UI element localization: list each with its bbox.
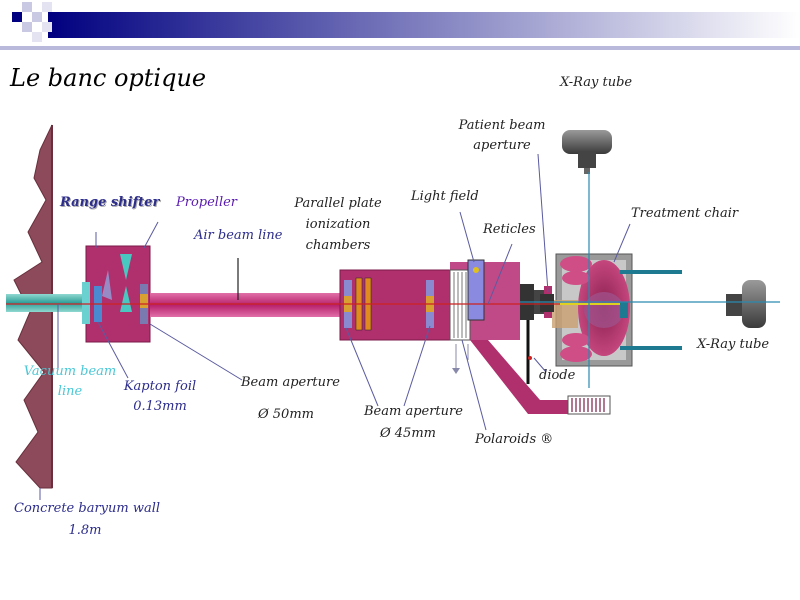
- xray-tube-right: [726, 280, 766, 328]
- treatment-chair: [540, 253, 682, 367]
- label-reticles: Reticles: [483, 222, 536, 237]
- label-air-beam-line: Air beam line: [194, 228, 283, 243]
- label-beam-aperture-45-size: Ø 45mm: [380, 426, 436, 441]
- label-beam-aperture-50-title: Beam aperture: [241, 375, 340, 390]
- label-range-shifter: Range shifter: [60, 195, 160, 210]
- label-beam-aperture-45-title: Beam aperture: [364, 404, 463, 419]
- label-patient-beam-aperture: Patient beam aperture: [458, 118, 546, 153]
- air-beam-line: [150, 293, 342, 317]
- label-xray-tube-right: X-Ray tube: [697, 337, 770, 352]
- polaroid-arm: [470, 340, 570, 414]
- label-propeller: Propeller: [176, 195, 238, 210]
- label-kapton-foil: Kapton foil 0.13mm: [123, 379, 197, 414]
- label-light-field: Light field: [411, 189, 479, 204]
- label-beam-aperture-50-size: Ø 50mm: [258, 407, 314, 422]
- vacuum-beam-line: [6, 294, 86, 312]
- label-concrete-baryum-wall: Concrete baryum wall 1.8m: [14, 501, 161, 538]
- label-diode: diode: [539, 368, 576, 383]
- light-field-box: [467, 259, 485, 321]
- title-banner: [0, 2, 800, 50]
- diode: [528, 356, 532, 360]
- label-parallel-plate-ionization-chambers: Parallel plate ionization chambers: [294, 196, 382, 253]
- xray-tube-top: [562, 130, 612, 174]
- slide-title: Le banc optique: [10, 64, 207, 92]
- label-vacuum-beam-line: Vacuum beam line: [23, 364, 117, 399]
- label-xray-tube-top: X-Ray tube: [560, 75, 633, 90]
- label-treatment-chair: Treatment chair: [631, 206, 739, 221]
- label-polaroids: Polaroids ®: [475, 432, 554, 447]
- propeller: [120, 254, 132, 280]
